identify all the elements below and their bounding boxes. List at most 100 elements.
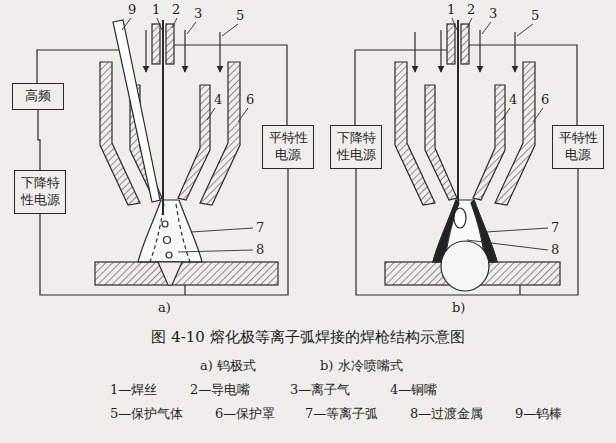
leader-line [238, 108, 248, 122]
callout-number: 4 [214, 92, 222, 107]
leader-line [191, 228, 253, 232]
key-item: 5—保护气体 [110, 406, 183, 421]
contact-tube [152, 24, 160, 64]
power-box: 平特性电源 [262, 125, 314, 169]
wire-connector [40, 169, 288, 295]
figure-caption: 图 4-10 熔化极等离子弧焊接的焊枪结构示意图 [0, 328, 616, 346]
wires-b [355, 45, 577, 295]
callout-number: 6 [246, 92, 254, 107]
callout-number: 1 [152, 2, 160, 17]
callout-number: 3 [194, 6, 202, 21]
filler-wire [457, 20, 459, 206]
callout-number: 8 [256, 242, 264, 257]
callout-number: 6 [541, 92, 549, 107]
gas-arrow [219, 32, 220, 72]
leader-line [122, 18, 131, 30]
key-item: 4—铜嘴 [390, 382, 437, 397]
callout-number: 2 [172, 2, 180, 17]
contact-tube [461, 24, 469, 64]
box-text: 平特性电源 [559, 130, 598, 164]
copper-nozzle [178, 85, 210, 200]
plasma-arc [138, 200, 202, 262]
arc-dash [150, 204, 164, 262]
power-box: 下降特性电源 [330, 125, 382, 169]
key-item: b) 水冷喷嘴式 [320, 358, 403, 373]
leader-line [187, 22, 196, 34]
key-item: 6—保护罩 [215, 406, 275, 421]
wire [184, 285, 185, 295]
tungsten-rod [113, 20, 160, 202]
arc-dash [176, 204, 190, 262]
leader-line [467, 240, 548, 250]
wire [519, 285, 520, 295]
gas-arrow [479, 30, 480, 72]
key-item: 2—导电嘴 [190, 382, 250, 397]
leader-line [517, 24, 533, 36]
torch-a [95, 20, 278, 285]
callout-number: 7 [256, 220, 264, 235]
leaders-b [452, 18, 548, 250]
wire [37, 50, 119, 83]
key-item: 1—焊丝 [110, 382, 157, 397]
box-text: 平特性电源 [269, 130, 308, 164]
key-item: 9—钨棒 [515, 406, 562, 421]
key-item: 7—等离子弧 [305, 406, 378, 421]
droplet [162, 221, 168, 227]
callout-number: 1 [447, 2, 455, 17]
copper-nozzle [425, 85, 457, 200]
power-box: 下降特性电源 [14, 170, 66, 214]
leader-line [502, 108, 510, 120]
callout-number: 7 [551, 220, 559, 235]
leader-line [222, 24, 238, 36]
droplet [166, 252, 172, 258]
torch-b [385, 20, 560, 291]
weld-groove [158, 262, 182, 285]
wire [355, 50, 447, 125]
workpiece [95, 262, 278, 285]
callout-number: 5 [236, 8, 244, 23]
contact-tube [166, 24, 174, 64]
weld-pool [441, 241, 489, 291]
box-text: 高频 [19, 88, 58, 105]
callout-number: 8 [551, 242, 559, 257]
leaders-a [122, 18, 253, 252]
leader-line [157, 18, 162, 30]
droplet [454, 208, 466, 228]
leader-line [452, 18, 457, 30]
gas-arrow [440, 30, 441, 72]
key-item: a) 钨极式 [200, 358, 256, 373]
power-box: 高频 [12, 83, 64, 110]
key-item: 8—过渡金属 [410, 406, 483, 421]
leader-line [172, 18, 177, 28]
key-item: 3—离子气 [290, 382, 350, 397]
gas-arrow [514, 32, 515, 72]
callout-number: 2 [467, 2, 475, 17]
wires-a [37, 45, 287, 295]
copper-nozzle [473, 85, 505, 200]
gas-arrow [184, 30, 185, 72]
callout-number: 9 [128, 2, 136, 17]
filler-wire [162, 20, 164, 215]
leader-line [207, 108, 215, 120]
power-box: 平特性电源 [552, 125, 604, 169]
callout-number: 4 [509, 92, 517, 107]
callout-number: a) [158, 300, 171, 315]
leader-line [482, 22, 491, 34]
leader-line [467, 18, 472, 28]
wire [469, 45, 577, 125]
callout-number: 5 [531, 8, 539, 23]
contact-tube [447, 24, 455, 64]
wire-connector [38, 110, 40, 170]
gas-arrow [145, 30, 146, 72]
droplet [164, 237, 171, 244]
wire [174, 45, 287, 125]
leader-line [178, 250, 253, 252]
leader-line [533, 108, 543, 122]
box-text: 下降特性电源 [21, 175, 60, 209]
callout-number: b) [452, 300, 465, 315]
